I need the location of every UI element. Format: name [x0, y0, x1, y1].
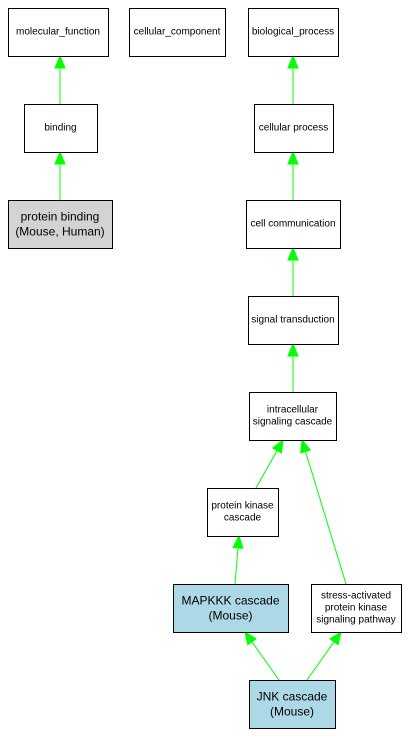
- edge-jnk_cascade-to-stress_activated: [306, 630, 342, 681]
- node-box: [248, 296, 339, 345]
- node-label: (Mouse): [208, 609, 252, 623]
- node-box: [248, 8, 339, 57]
- edge-line: [305, 451, 347, 585]
- arrowhead-icon: [271, 438, 284, 454]
- node-box: [311, 584, 402, 633]
- arrowhead-icon: [232, 534, 244, 549]
- node-box: [249, 680, 336, 729]
- edge-line: [306, 641, 335, 681]
- edge-mapkkk_cascade-to-protein_kinase_cascade: [232, 534, 244, 585]
- node-label: binding: [44, 123, 76, 134]
- node-cellular_process[interactable]: cellular process: [254, 104, 334, 153]
- node-label: cascade: [224, 513, 262, 524]
- arrowhead-icon: [287, 246, 299, 261]
- node-label: stress-activated: [321, 591, 391, 602]
- node-binding[interactable]: binding: [24, 104, 98, 153]
- edge-line: [251, 641, 280, 681]
- edge-line: [234, 547, 239, 585]
- node-label: cell communication: [250, 219, 335, 230]
- nodes-layer: molecular_function cellular_component biol…: [8, 8, 402, 729]
- edge-cell_communication-to-cellular_process: [287, 150, 299, 200]
- arrowhead-icon: [54, 150, 66, 165]
- node-cell_communication[interactable]: cell communication: [246, 200, 341, 249]
- arrowhead-icon: [300, 438, 312, 454]
- edge-intracellular_signaling_cascade-to-signal_transduction: [287, 342, 299, 392]
- edge-binding-to-molecular_function: [54, 54, 66, 104]
- node-label: signal transduction: [251, 315, 334, 326]
- node-box: [8, 8, 109, 57]
- node-box: [246, 200, 341, 249]
- node-label: cellular process: [259, 123, 328, 134]
- node-label: biological_process: [252, 27, 334, 38]
- edge-signal_transduction-to-cell_communication: [287, 246, 299, 296]
- node-protein_binding[interactable]: protein binding(Mouse, Human): [8, 200, 113, 249]
- arrowhead-icon: [287, 54, 299, 69]
- node-label: protein kinase: [325, 603, 388, 614]
- edge-protein_kinase_cascade-to-intracellular_signaling_cascade: [255, 438, 284, 489]
- node-label: molecular_function: [16, 27, 100, 38]
- node-mapkkk_cascade[interactable]: MAPKKK cascade(Mouse): [173, 584, 289, 633]
- arrowhead-icon: [54, 54, 66, 69]
- node-cellular_component[interactable]: cellular_component: [129, 8, 226, 57]
- arrowhead-icon: [287, 342, 299, 357]
- node-label: signaling pathway: [316, 615, 396, 626]
- edge-protein_binding-to-binding: [54, 150, 66, 200]
- node-label: intracellular: [267, 405, 319, 416]
- node-jnk_cascade[interactable]: JNK cascade(Mouse): [249, 680, 336, 729]
- node-box: [24, 104, 98, 153]
- node-label: protein binding: [21, 210, 100, 224]
- node-label: (Mouse, Human): [15, 225, 104, 239]
- node-label: (Mouse): [270, 705, 314, 719]
- node-label: JNK cascade: [257, 690, 328, 704]
- node-label: protein kinase: [211, 501, 274, 512]
- node-biological_process[interactable]: biological_process: [248, 8, 339, 57]
- edge-stress_activated-to-intracellular_signaling_cascade: [300, 438, 347, 585]
- edge-cellular_process-to-biological_process: [287, 54, 299, 104]
- node-label: MAPKKK cascade: [181, 594, 279, 608]
- node-box: [207, 488, 279, 537]
- node-signal_transduction[interactable]: signal transduction: [248, 296, 339, 345]
- edges-layer: [54, 54, 347, 681]
- arrowhead-icon: [329, 630, 342, 646]
- node-box: [173, 584, 289, 633]
- node-box: [129, 8, 226, 57]
- node-box: [254, 104, 334, 153]
- node-label: signaling cascade: [253, 417, 333, 428]
- node-box: [249, 392, 337, 441]
- arrowhead-icon: [287, 150, 299, 165]
- node-box: [8, 200, 113, 249]
- edge-line: [255, 450, 278, 489]
- node-label: cellular_component: [134, 27, 221, 38]
- arrowhead-icon: [244, 630, 257, 646]
- edge-jnk_cascade-to-mapkkk_cascade: [244, 630, 280, 681]
- node-molecular_function[interactable]: molecular_function: [8, 8, 109, 57]
